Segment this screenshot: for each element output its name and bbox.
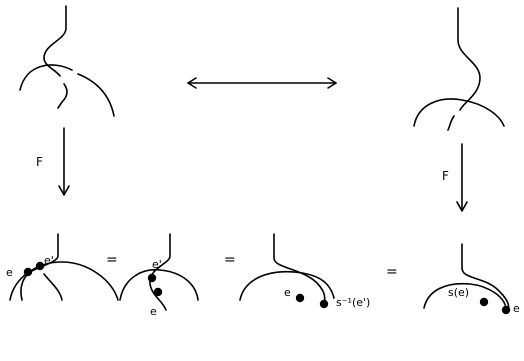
panel-3-dot-s-inverse [319,299,329,309]
functor-label-left: F [36,155,43,169]
equals-sign-3: = [386,264,398,280]
top-left-crossing [19,5,115,117]
bottom-panel-3: e s⁻¹(e') [239,233,370,309]
top-right-strand-lower [447,115,455,131]
panel-4-label-se: s(e) [448,286,469,299]
panel-2-dot-eprime [147,273,157,283]
equals-sign-2: = [224,252,236,268]
panel-2-label-eprime: e' [152,258,162,271]
bottom-panel-4: s(e) e [423,243,520,315]
functor-label-right: F [442,169,449,183]
top-left-strand-upper [43,5,67,77]
panel-4-dot-e [501,305,511,315]
panel-4-dot-se [479,297,489,307]
panel-2-label-e: e [150,305,157,318]
bottom-panel-1: e e' [6,233,119,301]
top-right-crossing [413,7,505,131]
panel-3-label-e: e [284,286,291,299]
top-left-arc [19,64,73,91]
panel-1-label-eprime: e' [44,254,54,267]
top-right-arc [413,98,505,127]
panel-1-dot-e [23,267,33,277]
top-right-strand-upper [457,7,481,111]
panel-3-label-s-inverse: s⁻¹(e') [336,296,370,309]
panel-1-label-e: e [6,266,13,279]
top-left-strand-lower [57,83,68,109]
functor-arrow-right: F [442,143,468,212]
functor-arrow-left: F [36,127,70,196]
bottom-panel-2: e' e [119,233,199,318]
equivalence-arrow [187,77,337,89]
panel-3-dot-e [295,293,305,303]
equals-sign-1: = [106,252,118,268]
panel-2-dot-e [153,287,163,297]
top-left-arc-end [77,73,115,117]
panel-4-label-e: e [513,302,520,315]
panel-1-dot-eprime [35,261,45,271]
